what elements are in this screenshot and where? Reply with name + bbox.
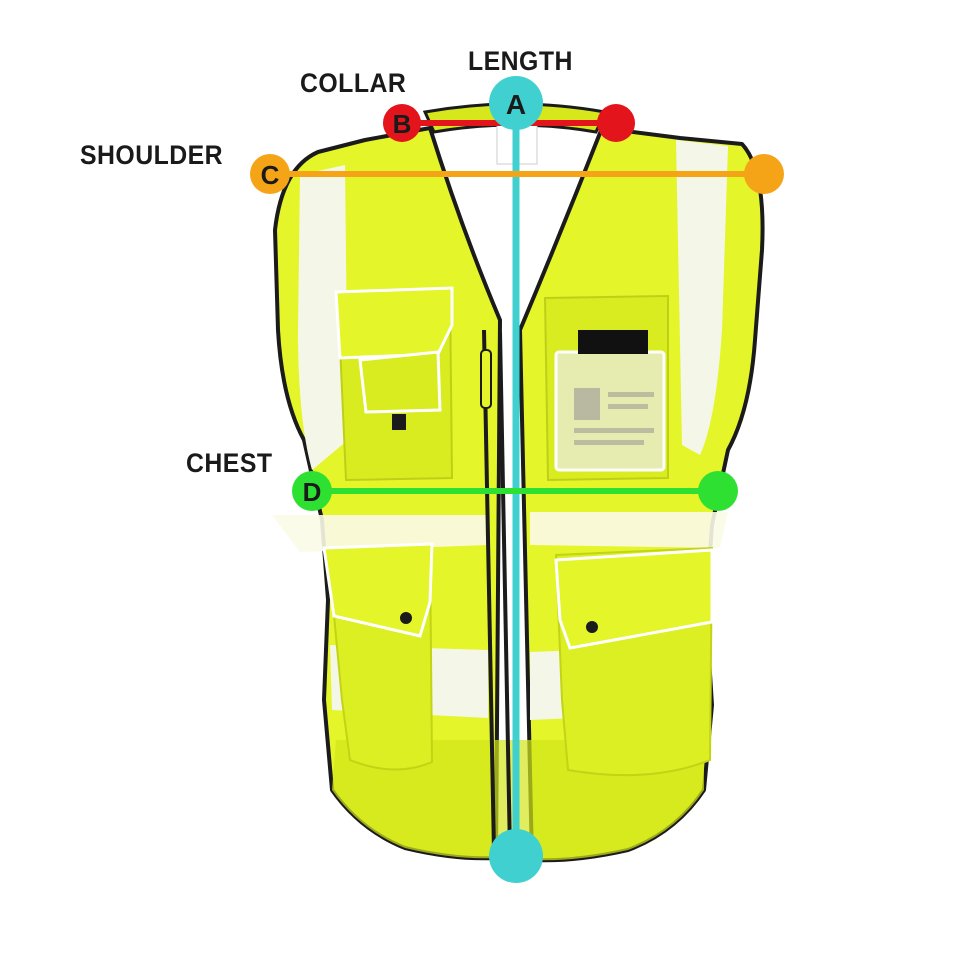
zipper	[482, 329, 512, 853]
id-card-window	[554, 350, 666, 472]
collar-marker-letter: B	[393, 109, 412, 139]
shoulder-label: SHOULDER	[80, 140, 224, 170]
shoulder-start-marker	[250, 154, 290, 194]
upper-left-inner-pocket	[358, 350, 442, 414]
id-card-line-3	[574, 428, 654, 433]
reflective-band-upper-right	[530, 512, 728, 548]
id-card-photo	[574, 388, 600, 420]
id-card-line-2	[608, 404, 648, 409]
length-label: LENGTH	[468, 46, 573, 76]
reflective-band-upper	[272, 515, 488, 552]
pocket-label-tab	[578, 330, 648, 354]
zipper-pull	[480, 349, 492, 409]
collar-start-marker	[383, 104, 421, 142]
chest-marker-letter: D	[303, 477, 322, 507]
lower-left-pocket-button	[400, 612, 412, 624]
chest-label: CHEST	[186, 448, 273, 478]
lower-right-pocket-button	[586, 621, 598, 633]
pen-slot	[392, 414, 406, 430]
safety-vest	[272, 102, 765, 863]
upper-left-pocket-flap	[334, 286, 454, 360]
id-card-line-4	[574, 440, 644, 445]
length-start-marker	[489, 76, 543, 130]
shoulder-end-marker	[744, 154, 784, 194]
reflective-stripe-right-vertical	[676, 140, 728, 455]
collar-end-marker	[597, 104, 635, 142]
id-card-line-1	[608, 392, 654, 397]
length-marker-letter: A	[506, 89, 526, 120]
reflective-stripe-left-vertical	[298, 165, 348, 470]
chest-end-marker	[698, 471, 738, 511]
length-end-marker	[489, 829, 543, 883]
shoulder-marker-letter: C	[261, 160, 280, 190]
collar-label: COLLAR	[300, 68, 407, 98]
chest-start-marker	[292, 471, 332, 511]
